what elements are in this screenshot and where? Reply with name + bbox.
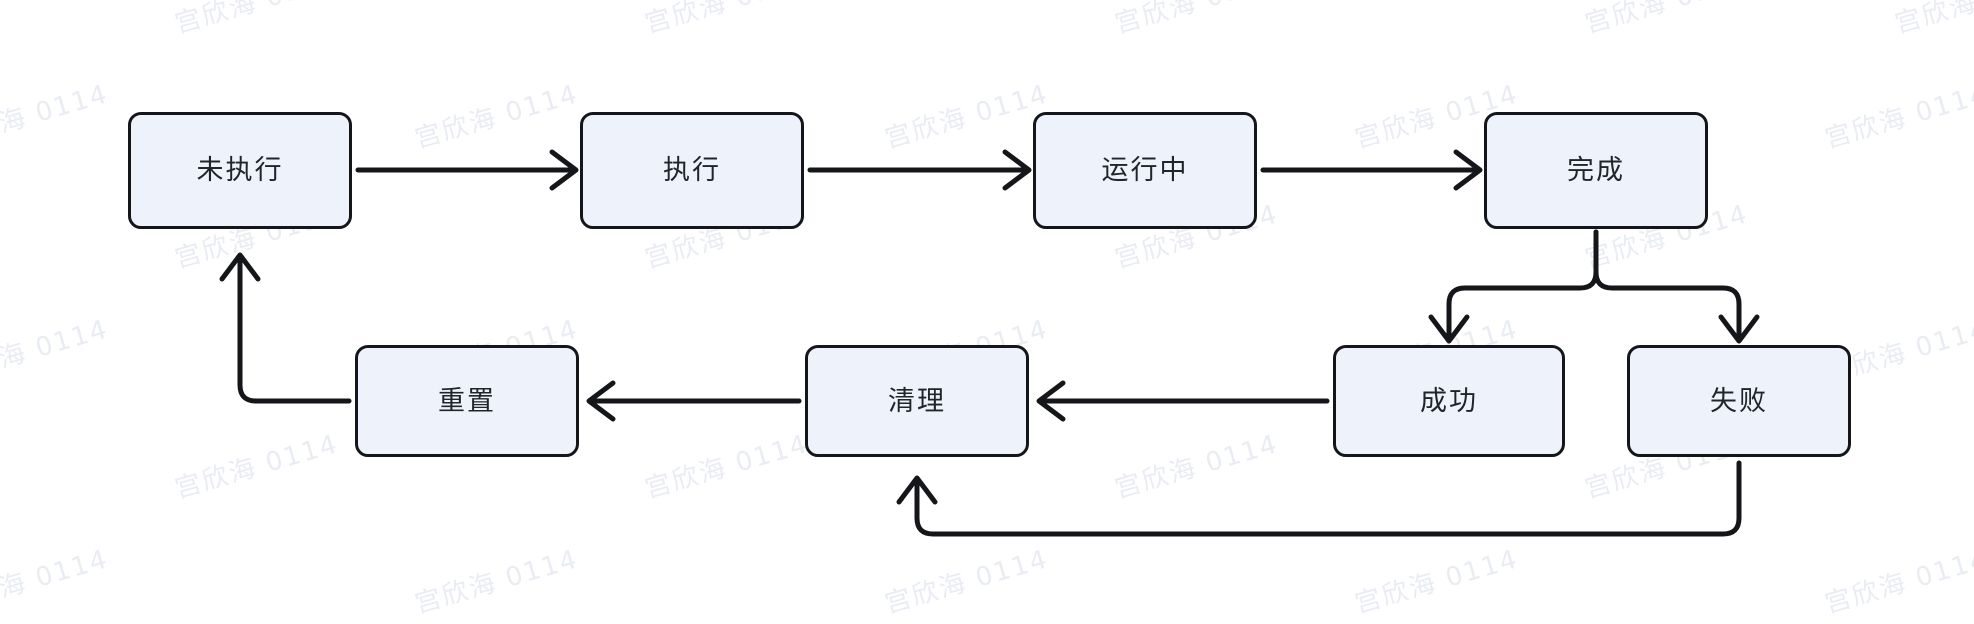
edge-pending-to-execute: [355, 149, 579, 191]
node-cleanup-label: 清理: [888, 385, 946, 417]
edge-failed-to-cleanup: [896, 460, 1742, 537]
edge-finished-to-failed: [1593, 229, 1760, 344]
edge-running-to-finished: [1260, 149, 1483, 191]
node-reset-label: 重置: [438, 385, 496, 417]
node-execute-label: 执行: [663, 155, 721, 186]
node-success[interactable]: 成功: [1333, 345, 1565, 457]
node-reset[interactable]: 重置: [355, 345, 579, 457]
node-running[interactable]: 运行中: [1033, 112, 1257, 229]
node-failed-label: 失败: [1710, 385, 1768, 417]
node-execute[interactable]: 执行: [580, 112, 804, 229]
node-finished[interactable]: 完成: [1484, 112, 1708, 229]
node-failed[interactable]: 失败: [1627, 345, 1851, 457]
edge-success-to-cleanup: [1036, 380, 1330, 422]
edge-execute-to-running: [807, 149, 1032, 191]
edge-reset-to-pending: [219, 252, 352, 404]
node-cleanup[interactable]: 清理: [805, 345, 1029, 457]
node-finished-label: 完成: [1567, 155, 1625, 186]
node-pending-label: 未执行: [196, 155, 284, 186]
node-success-label: 成功: [1420, 385, 1478, 417]
node-running-label: 运行中: [1101, 155, 1189, 186]
edge-cleanup-to-reset: [586, 380, 802, 422]
node-pending[interactable]: 未执行: [128, 112, 352, 229]
